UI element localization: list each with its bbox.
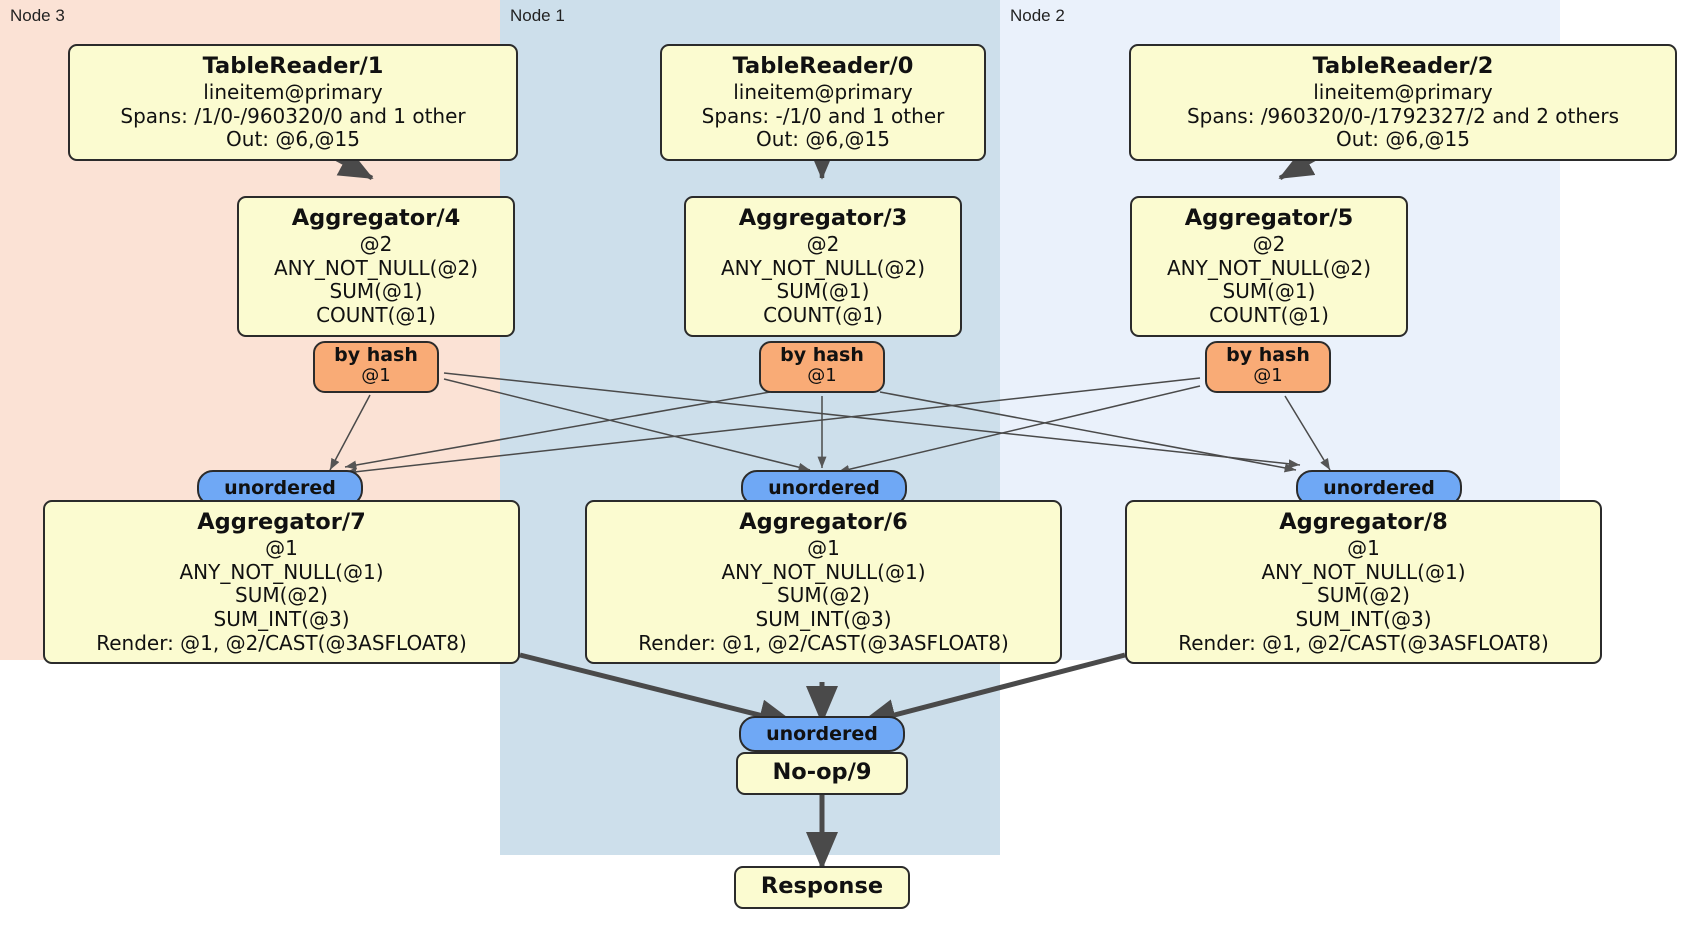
box-line: @2 [1252,232,1286,257]
processor-table-reader-2[interactable]: TableReader/2 lineitem@primary Spans: /9… [1129,44,1677,162]
box-line: @2 [806,232,840,257]
box-line: SUM(@1) [776,279,870,304]
box-line: COUNT(@1) [316,303,436,328]
router-column-label: @1 [807,365,837,387]
box-line: @2 [359,232,393,257]
box-line: ANY_NOT_NULL(@1) [721,559,926,584]
box-line: ANY_NOT_NULL(@2) [1167,255,1371,280]
box-title: Aggregator/3 [738,205,908,231]
box-line: Render: @1, @2/CAST(@3ASFLOAT8) [96,630,467,655]
processor-aggregator-7[interactable]: Aggregator/7 @1 ANY_NOT_NULL(@1) SUM(@2)… [43,500,520,665]
processor-table-reader-1[interactable]: TableReader/1 lineitem@primary Spans: /1… [68,44,518,162]
router-column-label: @1 [361,365,391,387]
box-line: SUM(@2) [1317,583,1410,608]
processor-response[interactable]: Response [734,866,910,910]
box-line: Out: @6,@15 [756,127,890,152]
router-type-label: by hash [334,344,418,366]
processor-aggregator-8[interactable]: Aggregator/8 @1 ANY_NOT_NULL(@1) SUM(@2)… [1125,500,1602,665]
synchronizer-label: unordered [1323,476,1435,499]
box-line: COUNT(@1) [763,303,883,328]
box-line: Render: @1, @2/CAST(@3ASFLOAT8) [638,630,1009,655]
processor-aggregator-4[interactable]: Aggregator/4 @2 ANY_NOT_NULL(@2) SUM(@1)… [237,196,515,337]
box-title: Aggregator/7 [197,509,366,535]
router-badge-by-hash-right[interactable]: by hash @1 [1205,341,1331,393]
node-panel-label: Node 1 [510,6,565,25]
box-line: SUM(@2) [235,583,328,608]
box-title: Aggregator/6 [739,509,908,535]
box-line: Out: @6,@15 [226,127,360,152]
router-type-label: by hash [780,344,864,366]
node-panel-label: Node 2 [1010,6,1065,25]
box-line: SUM(@1) [1222,279,1316,304]
box-line: Spans: /960320/0-/1792327/2 and 2 others [1186,103,1619,128]
box-title: Aggregator/5 [1184,205,1354,231]
box-line: SUM(@1) [329,279,423,304]
box-line: SUM(@2) [777,583,870,608]
router-badge-by-hash-middle[interactable]: by hash @1 [759,341,885,393]
router-badge-by-hash-left[interactable]: by hash @1 [313,341,439,393]
box-title: No-op/9 [772,759,872,785]
box-line: COUNT(@1) [1209,303,1329,328]
processor-aggregator-3[interactable]: Aggregator/3 @2 ANY_NOT_NULL(@2) SUM(@1)… [684,196,962,337]
box-line: ANY_NOT_NULL(@1) [1261,559,1466,584]
box-title: Response [760,873,884,899]
router-type-label: by hash [1226,344,1310,366]
processor-aggregator-6[interactable]: Aggregator/6 @1 ANY_NOT_NULL(@1) SUM(@2)… [585,500,1062,665]
box-line: lineitem@primary [1313,80,1493,105]
synchronizer-label: unordered [224,476,336,499]
node-panel-label: Node 3 [10,6,65,25]
synchronizer-label: unordered [766,722,878,745]
box-line: Spans: -/1/0 and 1 other [701,103,945,128]
box-title: TableReader/1 [202,53,384,79]
box-title: Aggregator/4 [291,205,461,231]
box-line: ANY_NOT_NULL(@2) [274,255,478,280]
box-line: SUM_INT(@3) [213,607,350,632]
box-line: @1 [265,536,298,561]
box-title: TableReader/2 [1312,53,1494,79]
box-line: lineitem@primary [733,80,913,105]
processor-aggregator-5[interactable]: Aggregator/5 @2 ANY_NOT_NULL(@2) SUM(@1)… [1130,196,1408,337]
box-line: Spans: /1/0-/960320/0 and 1 other [120,103,466,128]
box-line: lineitem@primary [203,80,383,105]
box-title: Aggregator/8 [1279,509,1448,535]
box-title: TableReader/0 [732,53,914,79]
box-line: @1 [807,536,840,561]
processor-no-op-9[interactable]: No-op/9 [736,752,908,796]
box-line: SUM_INT(@3) [1295,607,1432,632]
box-line: SUM_INT(@3) [755,607,892,632]
box-line: @1 [1347,536,1380,561]
box-line: ANY_NOT_NULL(@1) [179,559,384,584]
synchronizer-badge-unordered-final[interactable]: unordered [739,716,905,752]
router-column-label: @1 [1253,365,1283,387]
processor-table-reader-0[interactable]: TableReader/0 lineitem@primary Spans: -/… [660,44,986,162]
box-line: Out: @6,@15 [1336,127,1470,152]
synchronizer-label: unordered [768,476,880,499]
box-line: ANY_NOT_NULL(@2) [721,255,925,280]
box-line: Render: @1, @2/CAST(@3ASFLOAT8) [1178,630,1549,655]
